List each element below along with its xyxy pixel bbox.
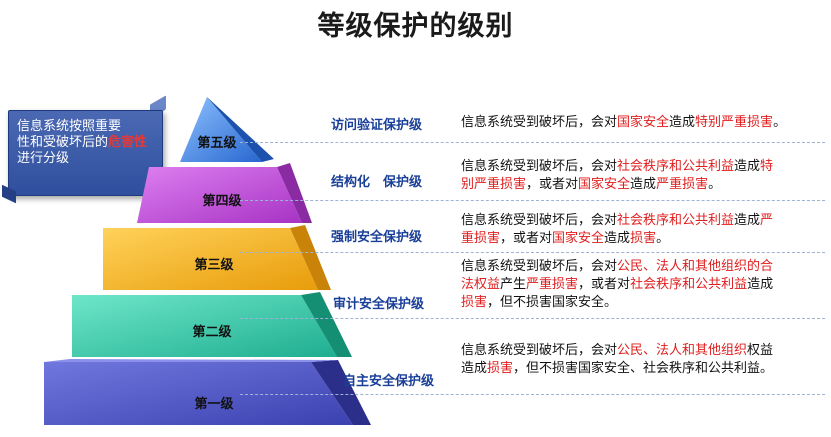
tier-3-side <box>290 225 331 290</box>
description-line: 信息系统受到破坏后，会对公民、法人和其他组织的合 <box>461 258 827 276</box>
description-text: 信息系统受到破坏后，会对 <box>461 343 618 358</box>
description-text: 造成 <box>630 177 657 192</box>
description-text: ，但不损害国家安全。 <box>487 295 618 310</box>
level-description-3: 信息系统受到破坏后，会对社会秩序和公共利益造成严重损害，或者对国家安全造成损害。 <box>461 212 827 248</box>
description-line: 信息系统受到破坏后，会对社会秩序和公共利益造成严 <box>461 212 827 230</box>
highlight-text: 损害 <box>630 231 657 246</box>
tier-4-front <box>137 167 302 223</box>
description-text: 信息系统受到破坏后，会对 <box>461 115 618 130</box>
highlight-text: 严重损害 <box>526 277 579 292</box>
highlight-text: 严重损害 <box>656 177 709 192</box>
highlight-text: 特 <box>760 159 774 174</box>
tier-1-side <box>311 360 371 425</box>
banner-line: 信息系统按照重要 <box>17 119 122 134</box>
level-description-5: 信息系统受到破坏后，会对国家安全造成特别严重损害。 <box>461 114 827 132</box>
protection-label-1: 自主安全保护级 <box>343 374 435 389</box>
highlight-text: 损害 <box>461 295 488 310</box>
description-line: 造成损害，但不损害国家安全、社会秩序和公共利益。 <box>461 360 827 378</box>
tier-5-side <box>207 97 274 162</box>
highlight-text: 社会秩序和公共利益 <box>617 159 735 174</box>
tier-4-side <box>277 163 312 223</box>
description-text: 信息系统受到破坏后，会对 <box>461 213 618 228</box>
page-title: 等级保护的级别 <box>317 11 514 42</box>
highlight-text: 法权益 <box>461 277 501 292</box>
protection-label-3: 强制安全保护级 <box>331 230 423 245</box>
description-text: 造成 <box>734 213 761 228</box>
level-description-2: 信息系统受到破坏后，会对公民、法人和其他组织的合法权益产生严重损害，或者对社会秩… <box>461 258 827 312</box>
description-line: 别严重损害，或者对国家安全造成严重损害。 <box>461 176 827 194</box>
description-text: ，或者对 <box>526 177 579 192</box>
separator-line <box>240 200 825 201</box>
protection-label-5: 访问验证保护级 <box>331 118 423 133</box>
description-line: 重损害，或者对国家安全造成损害。 <box>461 230 827 248</box>
banner-line: 进行分级 <box>17 151 70 166</box>
description-text: 。 <box>708 177 722 192</box>
description-line: 信息系统受到破坏后，会对公民、法人和其他组织权益 <box>461 342 827 360</box>
highlight-text: 重损害 <box>461 231 501 246</box>
description-text: 产生 <box>500 277 527 292</box>
description-line: 信息系统受到破坏后，会对社会秩序和公共利益造成特 <box>461 158 827 176</box>
banner-highlight: 危害性 <box>108 135 148 150</box>
separator-line <box>240 318 825 319</box>
description-text: 信息系统受到破坏后，会对 <box>461 259 618 274</box>
highlight-text: 社会秩序和公共利益 <box>617 213 735 228</box>
highlight-text: 损害 <box>487 361 514 376</box>
description-line: 损害，但不损害国家安全。 <box>461 294 827 312</box>
highlight-text: 公民、法人和其他组织的合 <box>617 259 774 274</box>
highlight-text: 特别严重损害 <box>695 115 774 130</box>
description-line: 法权益产生严重损害，或者对社会秩序和公共利益造成 <box>461 276 827 294</box>
description-text: 。 <box>773 115 787 130</box>
separator-line <box>240 252 825 253</box>
highlight-text: 别严重损害 <box>461 177 527 192</box>
level-label-1: 第一级 <box>194 397 234 412</box>
classification-banner: 信息系统按照重要 性和受破坏后的危害性进行分级 <box>8 110 163 196</box>
highlight-text: 公民、法人和其他组织 <box>617 343 748 358</box>
level-label-2: 第二级 <box>192 325 232 340</box>
highlight-text: 国家安全 <box>552 231 605 246</box>
description-text: 。 <box>656 231 670 246</box>
level-description-1: 信息系统受到破坏后，会对公民、法人和其他组织权益造成损害，但不损害国家安全、社会… <box>461 342 827 378</box>
description-text: ，但不损害国家安全、社会秩序和公共利益。 <box>513 361 774 376</box>
banner-text: 信息系统按照重要 性和受破坏后的危害性进行分级 <box>17 119 157 167</box>
tier-2-side <box>301 292 352 357</box>
description-text: 权益 <box>747 343 774 358</box>
level-label-3: 第三级 <box>194 258 234 273</box>
level-description-4: 信息系统受到破坏后，会对社会秩序和公共利益造成特别严重损害，或者对国家安全造成严… <box>461 158 827 194</box>
highlight-text: 国家安全 <box>578 177 631 192</box>
protection-label-4: 结构化 保护级 <box>331 175 423 190</box>
separator-line <box>240 142 825 143</box>
tier-5-front <box>180 97 262 162</box>
description-line: 信息系统受到破坏后，会对国家安全造成特别严重损害。 <box>461 114 827 132</box>
highlight-text: 国家安全 <box>617 115 670 130</box>
tier-2-front <box>72 295 337 357</box>
level-label-5: 第五级 <box>197 136 237 151</box>
description-text: ，或者对 <box>500 231 553 246</box>
highlight-text: 社会秩序和公共利益 <box>630 277 748 292</box>
separator-line <box>240 394 825 395</box>
highlight-text: 严 <box>760 213 774 228</box>
description-text: 信息系统受到破坏后，会对 <box>461 159 618 174</box>
tier-1-top <box>44 359 338 362</box>
tier-1-front <box>44 362 353 425</box>
tier-3-front <box>103 228 318 290</box>
description-text: 造成 <box>747 277 774 292</box>
description-text: 造成 <box>461 361 488 376</box>
description-text: 造成 <box>734 159 761 174</box>
banner-line: 性和受破坏后的 <box>17 135 109 150</box>
level-label-4: 第四级 <box>202 194 242 209</box>
description-text: 造成 <box>669 115 696 130</box>
description-text: ，或者对 <box>578 277 631 292</box>
protection-label-2: 审计安全保护级 <box>333 297 425 312</box>
description-text: 造成 <box>604 231 631 246</box>
